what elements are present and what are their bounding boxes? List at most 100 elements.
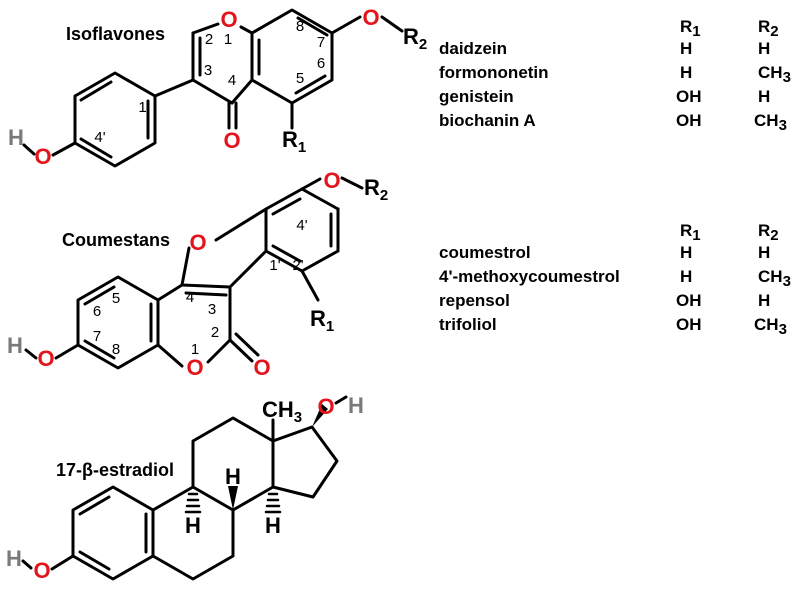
coumestan-bond-c1p-c3 <box>228 249 268 289</box>
coumestan-position-1: 1 <box>191 341 199 358</box>
coumestan-furan-oxygen: O <box>189 230 206 255</box>
isoflavone-ether-oxygen: O <box>362 5 379 30</box>
isoflavone-ring-a-double-2 <box>294 74 327 95</box>
isoflavone-position-8: 8 <box>296 18 304 35</box>
isoflavone-ring-oxygen: O <box>220 7 237 32</box>
coumestan-substituent-table: R1 R2 coumestrol H H 4'-methoxycoumestro… <box>439 221 791 338</box>
isoflavone-position-7: 7 <box>317 34 325 51</box>
coumestan-position-8: 8 <box>112 341 120 358</box>
coumestan-row-r1: H <box>680 267 692 286</box>
coumestan-row-name: coumestrol <box>439 243 531 262</box>
coumestan-row-r1: OH <box>676 315 702 334</box>
coumestans-title: Coumestans <box>62 230 170 250</box>
estradiol-h9-label: H <box>185 513 201 538</box>
coumestan-row-name: repensol <box>439 291 510 310</box>
coumestan-position-4-prime: 4' <box>296 217 307 234</box>
isoflavone-structure: Isoflavones O O O O H R2 R1 <box>8 5 427 169</box>
isoflavones-title: Isoflavones <box>66 24 165 44</box>
coumestan-or2-group: O R2 <box>300 168 388 211</box>
coumestan-bond-c4-c3 <box>180 283 232 289</box>
coumestan-benzene-left-double-2 <box>83 285 116 306</box>
coumestan-hydroxyl-hydrogen: H <box>7 333 23 358</box>
estradiol-ring-c <box>191 416 275 512</box>
isoflavone-row-r2: CH3 <box>754 111 787 134</box>
isoflavone-table-header-r2: R2 <box>758 17 779 40</box>
estradiol-ring-b <box>151 485 235 581</box>
estradiol-ring-d <box>271 425 339 499</box>
isoflavone-position-2: 2 <box>205 31 213 48</box>
isoflavone-position-1-prime: 1' <box>138 99 149 116</box>
estradiol-h14-label: H <box>265 513 281 538</box>
coumestan-bond-o1-c8a <box>156 343 184 368</box>
coumestan-row-r2: CH3 <box>754 315 787 338</box>
isoflavone-position-5: 5 <box>296 70 304 87</box>
estradiol-17-hydrogen: H <box>348 393 364 418</box>
estradiol-h9-hash <box>184 492 202 514</box>
estradiol-bond-o17-h <box>334 395 348 405</box>
coumestan-r1-label: R1 <box>310 306 334 335</box>
coumestan-bond-ofuran-c4 <box>180 246 191 287</box>
estradiol-ring-a-double-2 <box>78 495 111 516</box>
coumestan-position-5: 5 <box>112 290 120 307</box>
estradiol-3-oxygen: O <box>33 558 50 583</box>
estradiol-3-hydrogen: H <box>6 546 22 571</box>
estradiol-methyl-label: CH3 <box>262 397 302 426</box>
coumestan-row-r1: H <box>680 243 692 262</box>
estradiol-h8-wedge <box>228 486 238 510</box>
coumestan-position-7: 7 <box>93 328 101 345</box>
coumestan-benzene-right-double-1 <box>271 197 302 216</box>
coumestan-bond-o-h <box>24 348 38 360</box>
coumestan-lactone-oxygen: O <box>186 355 203 380</box>
isoflavone-position-3: 3 <box>204 62 212 79</box>
estradiol-h8-label: H <box>225 464 241 489</box>
coumestan-benzene-left-double-3 <box>83 339 116 360</box>
estradiol-ring-a <box>71 485 155 581</box>
isoflavone-ring-b-double-3 <box>79 137 113 159</box>
coumestan-position-2: 2 <box>211 324 219 341</box>
isoflavone-row-r2: H <box>758 87 770 106</box>
isoflavone-row-r1: OH <box>676 87 702 106</box>
isoflavone-bond-c4-c4a <box>230 78 254 105</box>
estradiol-bond-o-h <box>21 559 33 570</box>
isoflavone-ketone-oxygen: O <box>223 128 240 153</box>
estradiol-17-oh-wedge <box>312 404 328 427</box>
coumestan-bond-c-ofuran <box>214 207 268 242</box>
estradiol-h14-hash <box>264 492 282 514</box>
isoflavone-bond-o1-c2 <box>191 22 220 35</box>
isoflavone-ring-b-double-2 <box>79 80 113 102</box>
coumestan-carbonyl-2 <box>234 332 260 357</box>
isoflavone-hydroxyl-oxygen: O <box>34 144 51 169</box>
coumestan-row-r2: H <box>758 243 770 262</box>
isoflavone-hydroxyl-hydrogen: H <box>8 125 24 150</box>
coumestan-position-4: 4 <box>186 289 194 306</box>
isoflavone-position-4-prime: 4' <box>94 129 105 146</box>
isoflavone-r2-label: R2 <box>403 24 427 53</box>
isoflavone-row-name: daidzein <box>439 39 507 58</box>
isoflavone-ring-b <box>73 71 157 168</box>
isoflavone-position-1: 1 <box>224 31 232 48</box>
isoflavone-row-r2: H <box>758 39 770 58</box>
coumestan-bond-c4-c3-double <box>184 291 228 297</box>
estradiol-title: 17-β-estradiol <box>56 460 174 480</box>
coumestan-bond-o-r2 <box>340 176 364 190</box>
isoflavone-row-name: genistein <box>439 87 514 106</box>
isoflavone-row-name: biochanin A <box>439 111 536 130</box>
coumestan-position-2-prime: 2' <box>292 257 303 274</box>
coumestan-benzene-right-double-3 <box>271 244 302 263</box>
isoflavone-row-r1: H <box>680 63 692 82</box>
coumestan-position-1-prime: 1' <box>269 257 280 274</box>
isoflavone-bond-c3-c1p <box>153 78 195 98</box>
coumestan-ether-oxygen: O <box>323 168 340 193</box>
isoflavone-row-r1: OH <box>676 111 702 130</box>
isoflavone-bond-c7-o <box>330 15 362 35</box>
coumestan-bond-c4p-o <box>300 177 322 191</box>
coumestan-hydroxyl-oxygen: O <box>37 346 54 371</box>
isoflavone-position-6: 6 <box>317 55 325 72</box>
isoflavone-row-r2: CH3 <box>758 63 791 86</box>
coumestan-table-header-r1: R1 <box>680 221 701 244</box>
coumestan-row-r2: CH3 <box>758 267 791 290</box>
isoflavone-row-r1: H <box>680 39 692 58</box>
estradiol-17-oxygen: O <box>317 394 334 419</box>
isoflavone-position-4: 4 <box>228 72 236 89</box>
